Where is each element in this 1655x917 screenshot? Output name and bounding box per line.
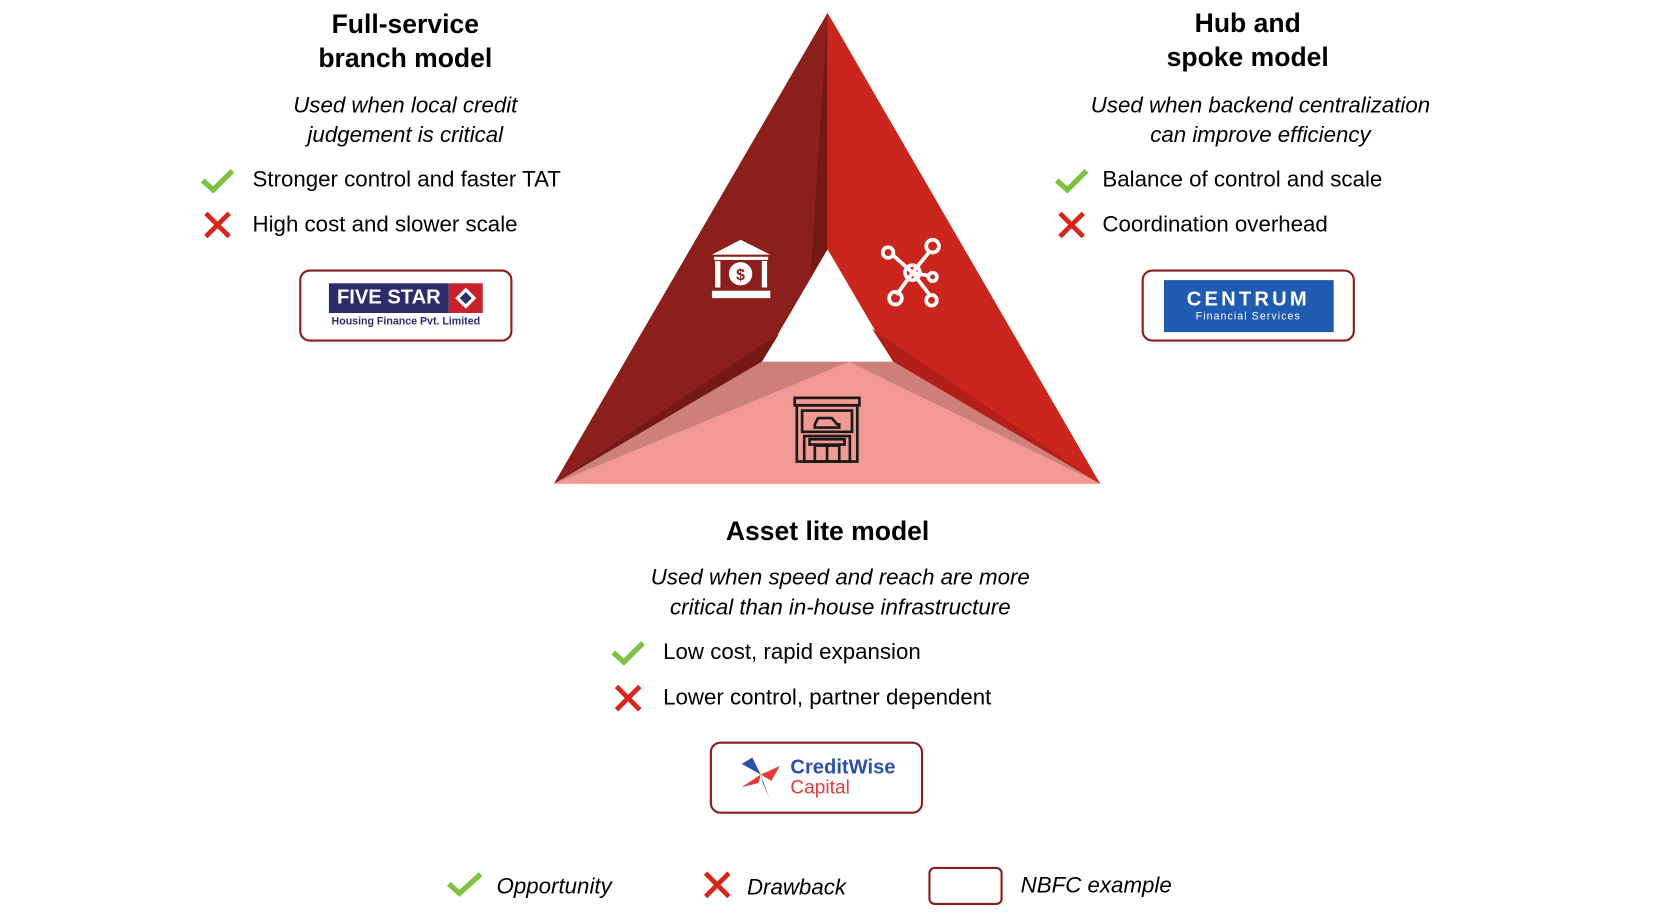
legend-opportunity: Opportunity: [446, 870, 612, 904]
opportunity-text: Low cost, rapid expansion: [663, 639, 921, 665]
opportunity-text: Stronger control and faster TAT: [252, 167, 561, 193]
segment-asset-lite: [553, 361, 1101, 484]
logo-name: FIVE STAR: [328, 283, 450, 313]
full-service-drawback: High cost and slower scale: [191, 209, 518, 241]
drawback-text: Lower control, partner dependent: [663, 685, 992, 710]
title-line: Hub and: [1194, 8, 1301, 39]
logo-name: CENTRUM: [1186, 288, 1310, 311]
check-icon: [446, 870, 484, 904]
five-star-logo-box: FIVE STAR Housing Finance Pvt. Limited: [299, 269, 513, 342]
title-line: spoke model: [1166, 42, 1329, 73]
logo-name: CreditWise: [790, 756, 896, 779]
full-service-title: Full-service branch model: [246, 7, 564, 75]
cross-icon: [1045, 210, 1098, 240]
subtitle-line: critical than in-house infrastructure: [670, 595, 1011, 620]
subtitle-line: judgement is critical: [307, 123, 504, 148]
creditwise-logo: CreditWise Capital: [737, 753, 896, 802]
bank-icon: $: [711, 239, 771, 299]
cross-icon: [701, 870, 733, 906]
creditwise-logo-box: CreditWise Capital: [709, 741, 924, 814]
subtitle-line: can improve efficiency: [1150, 123, 1371, 148]
legend-drawback: Drawback: [701, 870, 846, 906]
hub-spoke-opportunity: Balance of control and scale: [1045, 164, 1382, 196]
subtitle-line: Used when local credit: [293, 93, 518, 118]
network-icon: [880, 237, 941, 308]
segment-full-service: [553, 12, 828, 484]
logo-tagline: Financial Services: [1195, 310, 1301, 323]
full-service-opportunity: Stronger control and faster TAT: [191, 164, 561, 196]
cross-icon: [191, 210, 244, 240]
check-icon: [1045, 167, 1098, 195]
legend-nbfc: NBFC example: [928, 866, 1172, 906]
asset-lite-opportunity: Low cost, rapid expansion: [602, 637, 921, 669]
logo-tagline: Capital: [790, 776, 850, 798]
svg-text:$: $: [736, 267, 745, 284]
title-line: Full-service: [331, 9, 480, 40]
subtitle-line: Used when speed and reach are more: [650, 565, 1030, 590]
creditwise-emblem-icon: [741, 757, 780, 798]
five-star-logo: FIVE STAR Housing Finance Pvt. Limited: [328, 283, 484, 328]
check-icon: [602, 639, 655, 667]
segment-asset-lite-shade: [553, 361, 849, 484]
drawback-text: High cost and slower scale: [252, 212, 518, 237]
triangle-diagram: $: [553, 12, 1101, 484]
centrum-logo: CENTRUM Financial Services: [1163, 279, 1334, 332]
drawback-text: Coordination overhead: [1102, 212, 1328, 237]
asset-lite-title: Asset lite model: [725, 516, 930, 547]
full-service-subtitle: Used when local credit judgement is crit…: [193, 91, 617, 150]
check-icon: [191, 167, 244, 195]
cross-icon: [602, 683, 655, 713]
nbfc-box-swatch: [928, 866, 1003, 906]
centrum-logo-box: CENTRUM Financial Services: [1141, 269, 1355, 342]
asset-lite-drawback: Lower control, partner dependent: [602, 682, 992, 714]
subtitle-line: Used when backend centralization: [1090, 93, 1431, 118]
legend-label: NBFC example: [1020, 873, 1172, 898]
hub-spoke-title: Hub and spoke model: [1089, 6, 1407, 74]
legend-label: Drawback: [746, 875, 847, 900]
title-line: branch model: [318, 43, 493, 74]
hub-spoke-drawback: Coordination overhead: [1045, 209, 1328, 241]
hub-spoke-subtitle: Used when backend centralization can imp…: [1048, 91, 1472, 150]
opportunity-text: Balance of control and scale: [1102, 167, 1383, 193]
five-star-emblem-icon: [449, 283, 484, 313]
segment-full-service-shade: [810, 12, 828, 276]
logo-tagline: Housing Finance Pvt. Limited: [331, 316, 481, 328]
storefront-icon: [793, 396, 861, 463]
legend-label: Opportunity: [496, 874, 612, 899]
asset-lite-subtitle: Used when speed and reach are more criti…: [575, 563, 1106, 622]
